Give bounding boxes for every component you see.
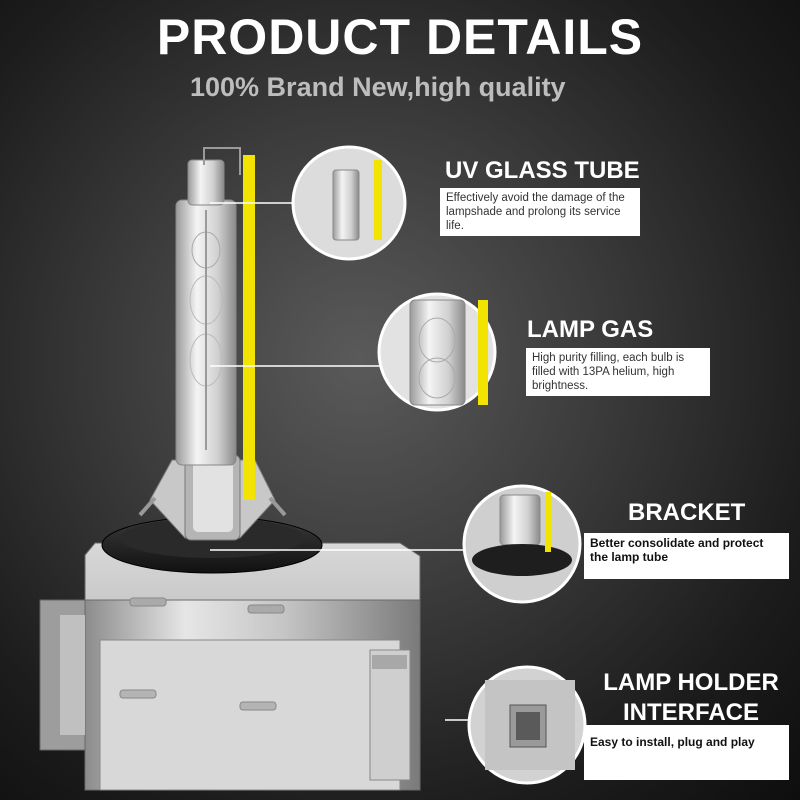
callout-circle-bracket bbox=[462, 484, 582, 604]
callout-circle-lamp-gas bbox=[377, 292, 497, 412]
callout-circle-lamp-holder-interface bbox=[467, 665, 587, 785]
lamp-base bbox=[39, 542, 421, 791]
feature-heading-bracket: BRACKET bbox=[628, 499, 746, 526]
callout-circle-uv-glass-tube bbox=[291, 145, 407, 261]
lamp-glass-tube bbox=[175, 147, 241, 466]
feature-description-uv-glass-tube: Effectively avoid the damage of the lamp… bbox=[440, 188, 640, 236]
feature-description-bracket: Better consolidate and protect the lamp … bbox=[584, 533, 789, 579]
feature-description-lamp-holder-interface: Easy to install, plug and play bbox=[584, 725, 789, 780]
feature-heading-lamp-gas: LAMP GAS bbox=[527, 316, 654, 343]
page-subtitle: 100% Brand New,high quality bbox=[190, 72, 566, 102]
callout-lines bbox=[210, 202, 470, 721]
page-title: PRODUCT DETAILS bbox=[156, 9, 644, 65]
feature-heading-uv-glass-tube: UV GLASS TUBE bbox=[445, 157, 640, 184]
feature-heading-lamp-holder-interface: LAMP HOLDER INTERFACE bbox=[603, 669, 779, 726]
yellow-wire-strip bbox=[243, 155, 255, 500]
lamp-bracket-ring bbox=[101, 454, 323, 574]
feature-description-lamp-gas: High purity filling, each bulb is filled… bbox=[526, 348, 710, 396]
